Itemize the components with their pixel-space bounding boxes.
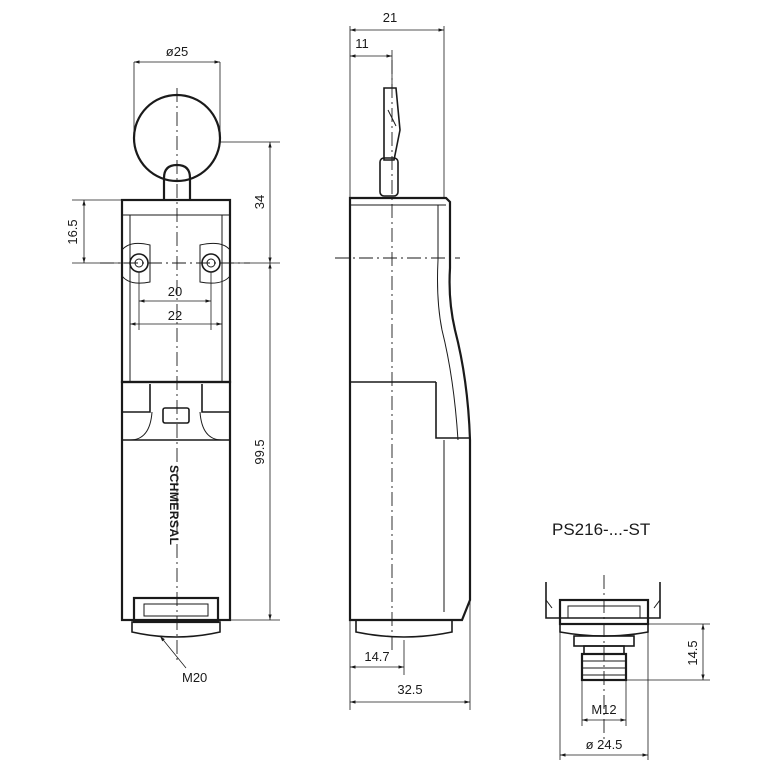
dim-hole-inner: 20 [168, 284, 182, 299]
side-actuator-key [383, 87, 401, 161]
dim-ring-diameter: ø25 [166, 44, 188, 59]
dim-hole-outer: 22 [168, 308, 182, 323]
dim-height-top: 34 [252, 195, 267, 209]
dim-height-left: 16.5 [65, 219, 80, 244]
dim-thread-m20: M20 [182, 670, 207, 685]
side-dimensions: 21 11 14.7 32.5 [349, 10, 471, 710]
dim-depth-key: 11 [355, 36, 369, 51]
bottom-cap [132, 596, 220, 624]
dim-depth-body: 32.5 [397, 682, 422, 697]
dim-connector-thread: M12 [591, 702, 616, 717]
switch-body [120, 380, 232, 622]
connector-view [545, 575, 661, 740]
side-housing [348, 196, 472, 622]
dim-connector-diameter: ø 24.5 [586, 737, 623, 752]
front-view: SCHMERSAL [100, 88, 250, 660]
dim-bottom-offset: 14.7 [364, 649, 389, 664]
dim-depth-top: 21 [383, 10, 397, 25]
m20-thread [131, 621, 221, 638]
connector-dimensions: 14.5 M12 ø 24.5 [559, 623, 710, 760]
side-view [335, 60, 472, 650]
brand-label: SCHMERSAL [167, 465, 181, 546]
variant-label: PS216-...-ST [552, 520, 650, 539]
dim-height-body: 99.5 [252, 439, 267, 464]
dim-connector-height: 14.5 [685, 640, 700, 665]
status-window [162, 407, 190, 424]
front-dimensions: ø25 34 99.5 16.5 20 22 M20 [65, 44, 280, 685]
side-m20-thread [355, 619, 453, 638]
